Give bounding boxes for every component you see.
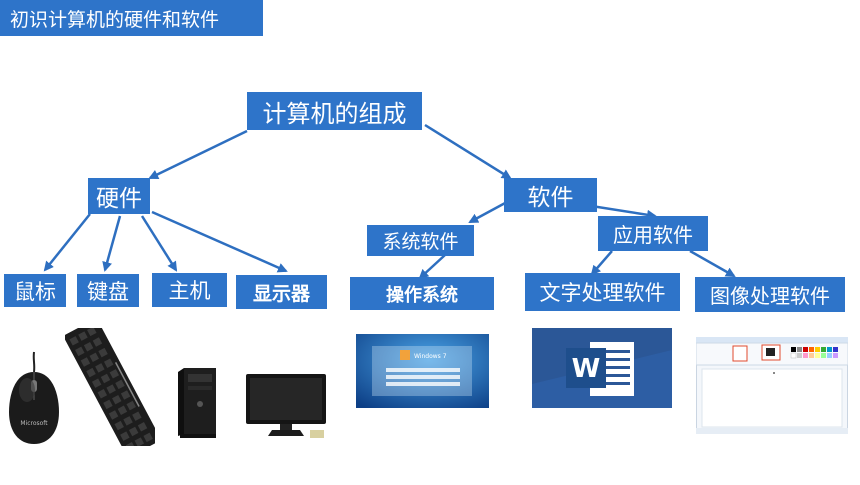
root-node: 计算机的组成 bbox=[247, 92, 422, 130]
arrow-hardware-monitor bbox=[151, 210, 288, 273]
arrow-hardware-host bbox=[140, 215, 178, 272]
monitor-image bbox=[246, 374, 326, 438]
arrow-software-system bbox=[468, 200, 508, 224]
arrow-root-software bbox=[424, 123, 512, 180]
mouse-image: Microsoft bbox=[9, 351, 59, 444]
arrow-application-word bbox=[590, 250, 613, 276]
keyboard-image bbox=[65, 328, 155, 446]
keyboard-node: 键盘 bbox=[77, 274, 139, 307]
os-node: 操作系统 bbox=[350, 277, 494, 310]
arrow-root-hardware bbox=[148, 129, 248, 180]
arrow-application-paint bbox=[689, 249, 736, 278]
monitor-node: 显示器 bbox=[236, 275, 327, 309]
word-processing-node: 文字处理软件 bbox=[525, 273, 680, 311]
host-node: 主机 bbox=[152, 273, 227, 307]
paint-app-screenshot bbox=[696, 337, 848, 434]
windows-7-screenshot: Windows 7 bbox=[356, 334, 489, 408]
arrow-hardware-mouse bbox=[43, 213, 91, 272]
arrow-system-os bbox=[418, 254, 446, 280]
svg-text:W: W bbox=[572, 354, 601, 384]
svg-text:Microsoft: Microsoft bbox=[20, 420, 48, 427]
hardware-node: 硬件 bbox=[88, 178, 150, 214]
application-software-node: 应用软件 bbox=[598, 216, 708, 251]
mouse-node: 鼠标 bbox=[4, 274, 66, 307]
image-processing-node: 图像处理软件 bbox=[695, 277, 845, 312]
computer-tower-image bbox=[178, 368, 216, 438]
system-software-node: 系统软件 bbox=[367, 225, 474, 256]
arrow-hardware-keyboard bbox=[102, 215, 122, 272]
svg-text:Windows 7: Windows 7 bbox=[414, 353, 447, 360]
software-node: 软件 bbox=[504, 178, 597, 212]
word-logo: W bbox=[532, 328, 672, 408]
page-title: 初识计算机的硬件和软件 bbox=[0, 0, 263, 36]
